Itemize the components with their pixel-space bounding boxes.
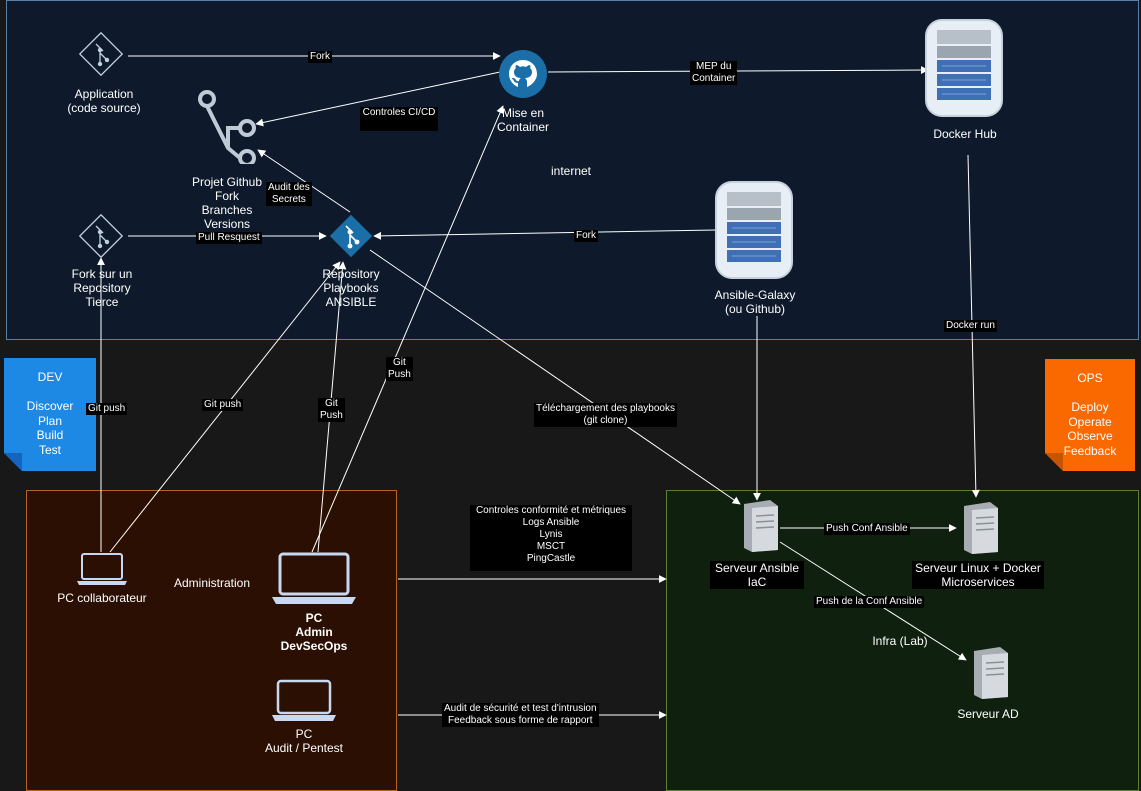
git-icon [78, 213, 124, 259]
serveur-ansible-label: Serveur Ansible IaC [710, 561, 804, 589]
git-icon [78, 31, 124, 77]
edge-admin-container [311, 105, 504, 553]
server-icon [964, 502, 998, 554]
edge-container-dockerhub [547, 66, 929, 75]
laptop-icon [272, 679, 336, 721]
edge-label-telechargement: Téléchargement des playbooks (git clone) [534, 403, 677, 427]
admin-label: Administration [173, 576, 251, 590]
edge-galaxy-repo [373, 229, 717, 240]
repo-playbooks-label: Repository Playbooks ANSIBLE [322, 267, 380, 309]
edge-label-docker-run: Docker run [944, 320, 997, 332]
edge-repo-ansible [369, 249, 741, 505]
infra-label: Infra (Lab) [872, 634, 928, 648]
edge-label-fork-top: Fork [308, 51, 332, 63]
edge-label-push-conf: Push Conf Ansible [824, 523, 910, 535]
serveur-linux-label: Serveur Linux + Docker Microservices [912, 561, 1044, 589]
ansible-galaxy-label: Ansible-Galaxy (ou Github) [714, 288, 796, 316]
server-icon [974, 647, 1008, 699]
application-label: Application (code source) [67, 87, 141, 115]
edge-label-git-push-collab: Git push [86, 403, 128, 415]
server-rack-icon [925, 19, 1003, 117]
ops-note: OPS Deploy Operate Observe Feedback [1063, 371, 1117, 458]
dev-note: DEV Discover Plan Build Test [26, 370, 74, 457]
pc-admin-label: PC Admin DevSecOps [280, 611, 348, 653]
edge-label-fork-galaxy: Fork [574, 230, 598, 242]
edge-label-mep: MEP du Container [690, 61, 738, 85]
fork-repo-label: Fork sur un Repository Tierce [71, 267, 133, 309]
dev-note-shape [4, 358, 96, 471]
edge-label-git-push-1: Git push [202, 399, 244, 411]
serveur-ad-label: Serveur AD [957, 707, 1019, 721]
server-rack-icon [715, 181, 793, 279]
projet-github-label: Projet Github Fork Branches Versions [191, 175, 263, 231]
edge-label-git-push-3: Git Push [386, 357, 413, 381]
internet-label: internet [550, 164, 592, 178]
pc-collab-label: PC collaborateur [57, 591, 147, 605]
edge-label-controles-conformite: Controles conformité et métriques Logs A… [470, 505, 632, 571]
edge-label-audit-securite: Audit de sécurité et test d'intrusion Fe… [442, 703, 599, 727]
mise-en-container-label: Mise en Container [496, 106, 550, 134]
ops-note-shape [1045, 359, 1135, 471]
edge-label-audit-secrets: Audit des Secrets [266, 182, 312, 206]
git-icon [329, 214, 373, 258]
docker-hub-label: Docker Hub [933, 127, 997, 141]
git-branch-icon [198, 90, 256, 164]
server-icon [744, 500, 778, 552]
edge-container-projet [255, 71, 501, 127]
edge-label-controles-cicd: Controles CI/CD [360, 107, 438, 131]
edge-label-git-push-2: Git Push [318, 398, 345, 422]
edge-label-pull-request: Pull Resquest [196, 232, 262, 244]
edge-repo-projet [257, 149, 351, 213]
github-icon [499, 50, 547, 98]
pc-audit-label: PC Audit / Pentest [264, 727, 344, 755]
edge-label-push-conf-2: Push de la Conf Ansible [814, 596, 925, 608]
admin-region [26, 490, 397, 791]
laptop-icon [272, 552, 356, 604]
laptop-icon [77, 553, 127, 585]
